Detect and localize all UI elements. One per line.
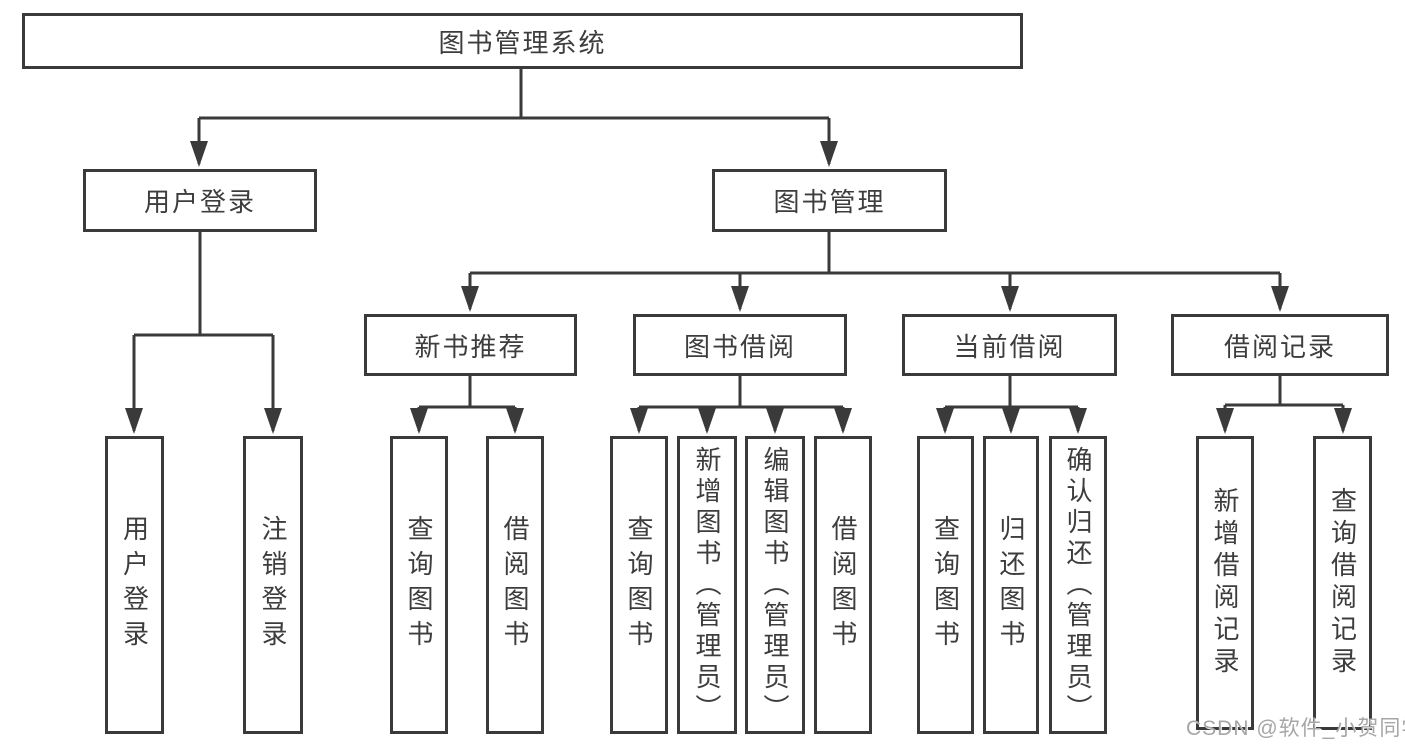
leaf-user-login: 用户登录 <box>105 436 164 734</box>
node-root-label: 图书管理系统 <box>438 27 607 58</box>
node-current-borrowing: 当前借阅 <box>902 314 1117 376</box>
node-new-book-recommend-label: 新书推荐 <box>414 331 527 362</box>
leaf-recommend-borrow-books-label: 借阅图书 <box>500 515 530 655</box>
leaf-borrowing-query-books: 查询图书 <box>610 436 668 734</box>
leaf-logout: 注销登录 <box>243 436 303 734</box>
leaf-borrowing-query-books-label: 查询图书 <box>624 515 654 655</box>
leaf-query-borrow-record-label: 查询借阅记录 <box>1327 487 1358 679</box>
csdn-watermark: CSDN @软件_小贺同学 <box>1186 717 1405 740</box>
leaf-borrowing-borrow-books: 借阅图书 <box>814 436 872 734</box>
node-book-borrowing-label: 图书借阅 <box>683 331 796 362</box>
node-borrowing-records-label: 借阅记录 <box>1223 331 1336 362</box>
node-book-management-label: 图书管理 <box>773 187 886 217</box>
node-user-login-label: 用户登录 <box>143 187 256 217</box>
leaf-confirm-return-admin-label: 确认归还（管理员） <box>1063 445 1093 725</box>
leaf-add-borrow-record-label: 新增借阅记录 <box>1210 487 1240 679</box>
leaf-recommend-query-books: 查询图书 <box>390 436 448 734</box>
leaf-borrowing-borrow-books-label: 借阅图书 <box>828 515 858 655</box>
leaf-current-query-books-label: 查询图书 <box>930 515 961 655</box>
node-book-management: 图书管理 <box>712 169 947 232</box>
leaf-add-borrow-record: 新增借阅记录 <box>1196 436 1254 730</box>
leaf-return-books-label: 归还图书 <box>996 515 1026 655</box>
leaf-user-login-label: 用户登录 <box>119 515 150 655</box>
leaf-edit-books-admin-label: 编辑图书（管理员） <box>760 445 790 725</box>
leaf-logout-label: 注销登录 <box>258 515 288 655</box>
node-root-system: 图书管理系统 <box>22 13 1023 69</box>
leaf-current-query-books: 查询图书 <box>917 436 974 734</box>
node-borrowing-records: 借阅记录 <box>1171 314 1389 376</box>
leaf-recommend-query-books-label: 查询图书 <box>404 515 434 655</box>
node-book-borrowing: 图书借阅 <box>633 314 847 376</box>
node-new-book-recommend: 新书推荐 <box>364 314 577 376</box>
leaf-add-books-admin: 新增图书（管理员） <box>677 436 737 734</box>
leaf-add-books-admin-label: 新增图书（管理员） <box>692 445 722 725</box>
leaf-edit-books-admin: 编辑图书（管理员） <box>745 436 805 734</box>
node-user-login: 用户登录 <box>83 169 317 232</box>
leaf-confirm-return-admin: 确认归还（管理员） <box>1049 436 1107 734</box>
leaf-query-borrow-record: 查询借阅记录 <box>1313 436 1372 730</box>
node-current-borrowing-label: 当前借阅 <box>953 331 1066 362</box>
leaf-return-books: 归还图书 <box>983 436 1039 734</box>
leaf-recommend-borrow-books: 借阅图书 <box>486 436 544 734</box>
